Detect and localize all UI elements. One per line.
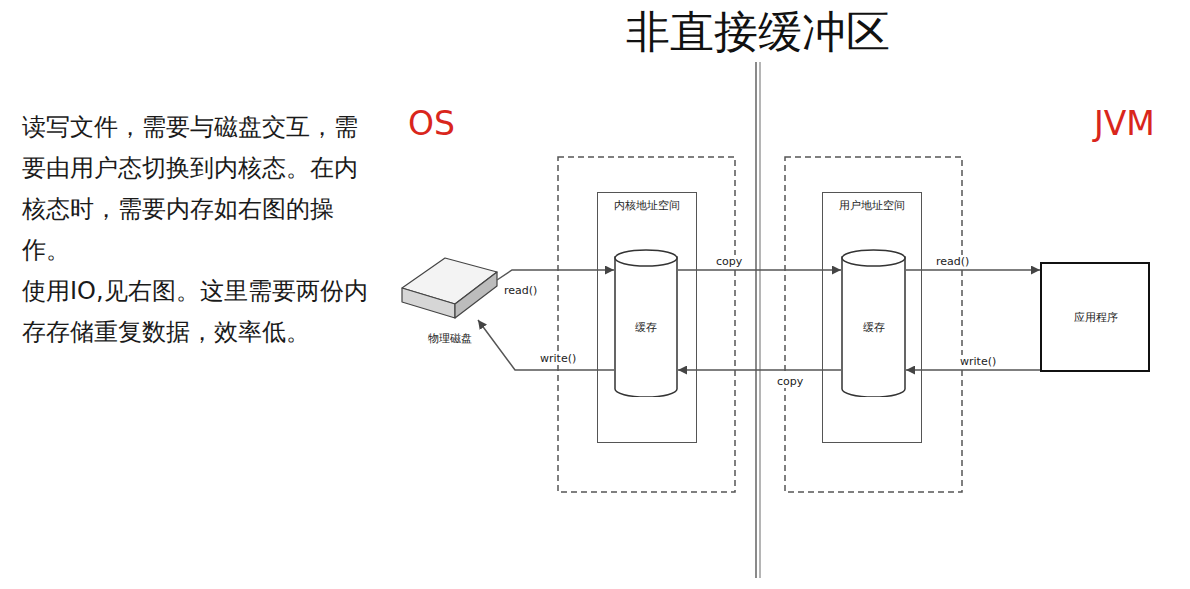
address-space-box: 内核地址空间缓存: [597, 192, 697, 443]
node-text: 缓存: [635, 321, 657, 334]
dashed-region: [785, 157, 962, 492]
cylinder-top: [615, 250, 677, 266]
cylinder-top: [842, 250, 905, 266]
edge-label: write(): [958, 355, 998, 368]
region-label: JVM: [1094, 105, 1155, 143]
note-text: 读写文件，需要与磁盘交互，需要由用户态切换到内核态。在内核态时，需要内存如右图的…: [22, 107, 374, 271]
edge-label: write(): [538, 352, 578, 365]
address-space-box: 用户地址空间缓存: [822, 192, 922, 443]
edge-label: copy: [775, 375, 805, 388]
flow-arrow: [478, 320, 614, 370]
flow-arrow: [906, 369, 1040, 371]
flow-arrow: [678, 269, 841, 271]
cylinder-body: [615, 257, 677, 397]
node-text: 应用程序: [1074, 311, 1118, 324]
process-box: 应用程序: [1040, 262, 1150, 372]
note-text: 使用IO,见右图。这里需要两份内存存储重复数据，效率低。: [22, 271, 374, 353]
node-text: 内核地址空间: [614, 199, 680, 212]
edge-label: read(): [934, 255, 971, 268]
cylinder-body: [842, 257, 905, 397]
edge-label: read(): [502, 284, 539, 297]
node-text: 缓存: [863, 321, 885, 334]
node-text: 物理磁盘: [428, 332, 472, 345]
divider-line: [755, 62, 757, 578]
cache-cylinder: 缓存: [614, 249, 678, 397]
dashed-region: [558, 157, 735, 492]
divider-line: [759, 62, 761, 578]
diagram-title: 非直接缓冲区: [626, 6, 890, 58]
node-text: 用户地址空间: [839, 199, 905, 212]
cache-cylinder: 缓存: [841, 249, 906, 397]
edge-label: copy: [714, 255, 744, 268]
region-label: OS: [408, 105, 455, 143]
flow-arrow: [678, 369, 841, 371]
disk-illustration: [402, 258, 497, 318]
disk-node: 物理磁盘: [395, 250, 505, 355]
flow-arrow: [906, 269, 1040, 271]
